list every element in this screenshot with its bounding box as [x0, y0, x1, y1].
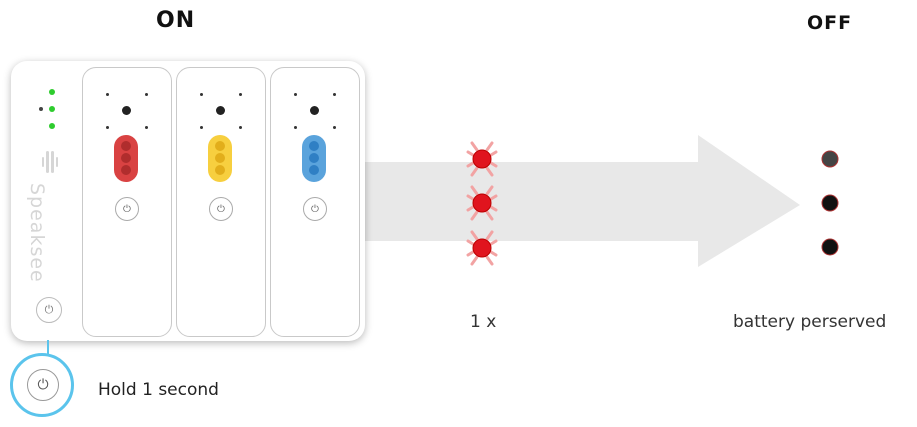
- mic-dot: [200, 126, 203, 129]
- blink-led-middle: [466, 185, 498, 221]
- pill-dot: [309, 165, 319, 175]
- mic-sensor: [310, 106, 319, 115]
- power-icon: ⏻: [37, 377, 49, 393]
- mic-dot: [200, 93, 203, 96]
- brand-name: Speaksee: [26, 183, 48, 283]
- mic-dot: [106, 93, 109, 96]
- hub-led-indicators: [39, 89, 69, 139]
- mic-dot: [294, 126, 297, 129]
- mic-power-button[interactable]: ⏻: [115, 197, 139, 221]
- speaksee-logo-icon: [42, 151, 58, 173]
- mic-dot: [145, 126, 148, 129]
- microphone-unit-yellow: ⏻: [176, 67, 266, 337]
- mic-color-indicator: [114, 135, 138, 182]
- on-state-label: ON: [156, 8, 196, 33]
- zoomed-power-button[interactable]: ⏻: [27, 369, 59, 401]
- off-leds: [821, 150, 839, 256]
- power-icon: ⏻: [123, 203, 131, 215]
- mic-dot: [333, 93, 336, 96]
- speaksee-device: Speaksee ⏻ ⏻ ⏻: [11, 61, 365, 341]
- battery-status-label: battery perserved: [733, 312, 887, 332]
- mic-dot: [239, 126, 242, 129]
- mic-dot: [145, 93, 148, 96]
- mic-power-button[interactable]: ⏻: [209, 197, 233, 221]
- mic-color-indicator: [302, 135, 326, 182]
- hub-led: [49, 123, 55, 129]
- mic-dot: [239, 93, 242, 96]
- pill-dot: [121, 165, 131, 175]
- off-led: [821, 150, 839, 168]
- pill-dot: [215, 153, 225, 163]
- power-icon: ⏻: [44, 303, 54, 316]
- off-led: [821, 194, 839, 212]
- off-state-label: OFF: [807, 12, 853, 34]
- blink-count-label: 1 x: [470, 312, 497, 332]
- hub-led: [49, 106, 55, 112]
- pill-dot: [215, 165, 225, 175]
- transition-arrow: [360, 135, 800, 267]
- power-icon: ⏻: [217, 203, 225, 215]
- hub-led: [49, 89, 55, 95]
- hub-led-dark: [39, 107, 43, 111]
- mic-sensor: [216, 106, 225, 115]
- mic-dot: [333, 126, 336, 129]
- pill-dot: [121, 141, 131, 151]
- off-led: [821, 238, 839, 256]
- mic-dot: [106, 126, 109, 129]
- blink-led-bottom: [466, 230, 498, 266]
- microphone-unit-red: ⏻: [82, 67, 172, 337]
- hub-power-button[interactable]: ⏻: [36, 297, 62, 323]
- microphone-unit-blue: ⏻: [270, 67, 360, 337]
- mic-dot: [294, 93, 297, 96]
- mic-sensor: [122, 106, 131, 115]
- callout-connector: [47, 340, 49, 357]
- blinking-leds: [466, 141, 498, 266]
- pill-dot: [121, 153, 131, 163]
- pill-dot: [215, 141, 225, 151]
- mic-power-button[interactable]: ⏻: [303, 197, 327, 221]
- pill-dot: [309, 153, 319, 163]
- power-button-zoom: ⏻: [10, 353, 74, 417]
- mic-color-indicator: [208, 135, 232, 182]
- power-icon: ⏻: [311, 203, 319, 215]
- blink-led-top: [466, 141, 498, 177]
- pill-dot: [309, 141, 319, 151]
- hold-instruction: Hold 1 second: [98, 380, 219, 400]
